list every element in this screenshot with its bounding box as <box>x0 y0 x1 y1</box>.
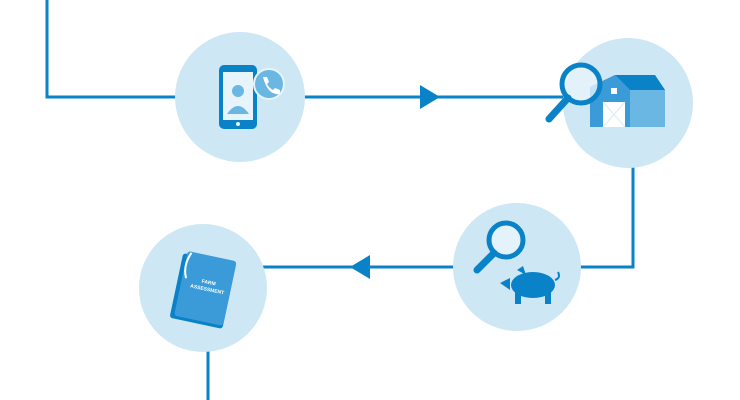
connector-barn-pig <box>578 165 635 269</box>
farm-assessment-document-icon: FARM ASSESSMENT <box>170 251 237 329</box>
step-pig-inspection <box>453 203 581 331</box>
step-phone-call <box>175 32 305 162</box>
arrow-left-icon <box>350 255 370 279</box>
phone-call-icon <box>219 65 285 129</box>
connectors <box>45 0 635 400</box>
barn-inspection-icon <box>545 62 665 128</box>
connector-start <box>45 0 180 99</box>
arrow-right-icon <box>420 85 440 109</box>
pig-inspection-icon <box>473 220 560 304</box>
step-barn-inspection <box>545 38 693 168</box>
document-title-line1: FARM <box>201 279 216 288</box>
step-farm-assessment: FARM ASSESSMENT <box>139 224 267 352</box>
